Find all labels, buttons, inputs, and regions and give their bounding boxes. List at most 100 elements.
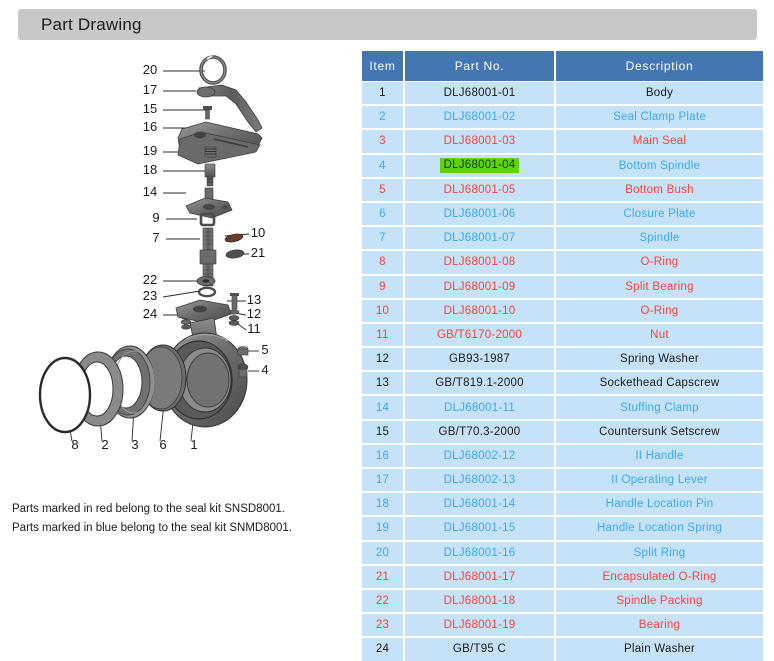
cell-part-no[interactable]: GB93-1987 xyxy=(405,348,556,373)
cell-description: Split Bearing xyxy=(556,275,763,300)
cell-item: 13 xyxy=(362,372,405,397)
callout-number: 24 xyxy=(143,306,157,321)
callout-number: 11 xyxy=(247,321,261,336)
cell-part-no[interactable]: DLJ68001-04 xyxy=(405,154,556,179)
cell-item: 17 xyxy=(362,469,405,494)
cell-item: 12 xyxy=(362,348,405,373)
column-header-description: Description xyxy=(556,51,763,82)
cell-part-no[interactable]: DLJ68001-18 xyxy=(405,589,556,615)
cell-description: Bearing xyxy=(556,614,763,639)
cell-part-no[interactable]: GB/T6170-2000 xyxy=(405,323,556,349)
cell-item: 21 xyxy=(362,565,405,590)
cell-part-no[interactable]: GB/T70.3-2000 xyxy=(405,420,556,445)
part-20-split-ring xyxy=(199,55,227,85)
footnote-blue-line: Parts marked in blue belong to the seal … xyxy=(12,522,292,534)
page-header-bar: Part Drawing xyxy=(18,9,757,40)
cell-part-no[interactable]: DLJ68002-12 xyxy=(405,444,556,469)
callout-number: 3 xyxy=(131,437,138,452)
cell-part-no[interactable]: DLJ68001-03 xyxy=(405,130,556,155)
cell-part-no[interactable]: DLJ68001-07 xyxy=(405,227,556,252)
cell-item: 11 xyxy=(362,323,405,349)
cell-item: 14 xyxy=(362,396,405,421)
cell-part-no[interactable]: DLJ68001-09 xyxy=(405,275,556,300)
cell-part-no[interactable]: DLJ68001-08 xyxy=(405,251,556,276)
cell-description: Bottom Bush xyxy=(556,178,763,203)
part-13-sockethead-capscrew xyxy=(230,293,239,310)
callout-number: 18 xyxy=(143,162,157,177)
part-21-encapsulated-o-ring xyxy=(225,249,245,259)
callout-number: 9 xyxy=(152,210,159,225)
cell-part-no[interactable]: DLJ68001-15 xyxy=(405,517,556,542)
cell-part-no[interactable]: DLJ68001-05 xyxy=(405,178,556,203)
cell-part-no[interactable]: DLJ68001-02 xyxy=(405,106,556,131)
cell-description: Sockethead Capscrew xyxy=(556,372,763,397)
cell-part-no[interactable]: DLJ68001-16 xyxy=(405,541,556,566)
cell-part-no[interactable]: DLJ68001-11 xyxy=(405,396,556,421)
cell-part-no[interactable]: GB/T819.1-2000 xyxy=(405,372,556,397)
cell-description: Seal Clamp Plate xyxy=(556,106,763,131)
part-11-nut xyxy=(228,315,240,326)
seal-kit-footnotes: Parts marked in red belong to the seal k… xyxy=(12,500,357,538)
cell-item: 23 xyxy=(362,614,405,639)
callout-number: 14 xyxy=(143,184,157,199)
highlighted-part-no[interactable]: DLJ68001-04 xyxy=(439,158,520,174)
cell-part-no[interactable]: DLJ68001-19 xyxy=(405,614,556,639)
part-7-spindle xyxy=(199,227,217,287)
part-19-handle-location-spring xyxy=(204,146,217,158)
cell-item: 8 xyxy=(362,251,405,276)
cell-description: Handle Location Spring xyxy=(556,517,763,542)
callout-number: 7 xyxy=(152,230,159,245)
callout-number: 13 xyxy=(247,292,261,307)
callout-number: 15 xyxy=(143,101,157,116)
callout-number: 2 xyxy=(101,437,108,452)
cell-description: Spring Washer xyxy=(556,348,763,373)
part-14-stuffing-clamp xyxy=(185,187,233,219)
cell-description: Countersunk Setscrew xyxy=(556,420,763,445)
callout-number: 22 xyxy=(143,272,157,287)
page-title: Part Drawing xyxy=(41,14,142,34)
cell-item: 20 xyxy=(362,541,405,566)
cell-part-no[interactable]: DLJ68001-17 xyxy=(405,565,556,590)
callout-number: 1 xyxy=(190,437,197,452)
callout-number: 8 xyxy=(71,437,78,452)
cell-item: 16 xyxy=(362,444,405,469)
cell-part-no[interactable]: DLJ68002-13 xyxy=(405,469,556,494)
cell-description: Handle Location Pin xyxy=(556,493,763,518)
cell-part-no[interactable]: DLJ68001-10 xyxy=(405,299,556,324)
cell-item: 24 xyxy=(362,638,405,661)
callout-number: 17 xyxy=(143,82,157,97)
table-header-row: Item Part No. Description xyxy=(362,51,763,82)
cell-item: 1 xyxy=(362,82,405,107)
cell-part-no[interactable]: DLJ68001-06 xyxy=(405,202,556,228)
cell-part-no[interactable]: DLJ68001-01 xyxy=(405,82,556,107)
cell-part-no[interactable]: DLJ68001-14 xyxy=(405,493,556,518)
cell-part-no[interactable]: GB/T95 C xyxy=(405,638,556,661)
cell-item: 10 xyxy=(362,299,405,324)
